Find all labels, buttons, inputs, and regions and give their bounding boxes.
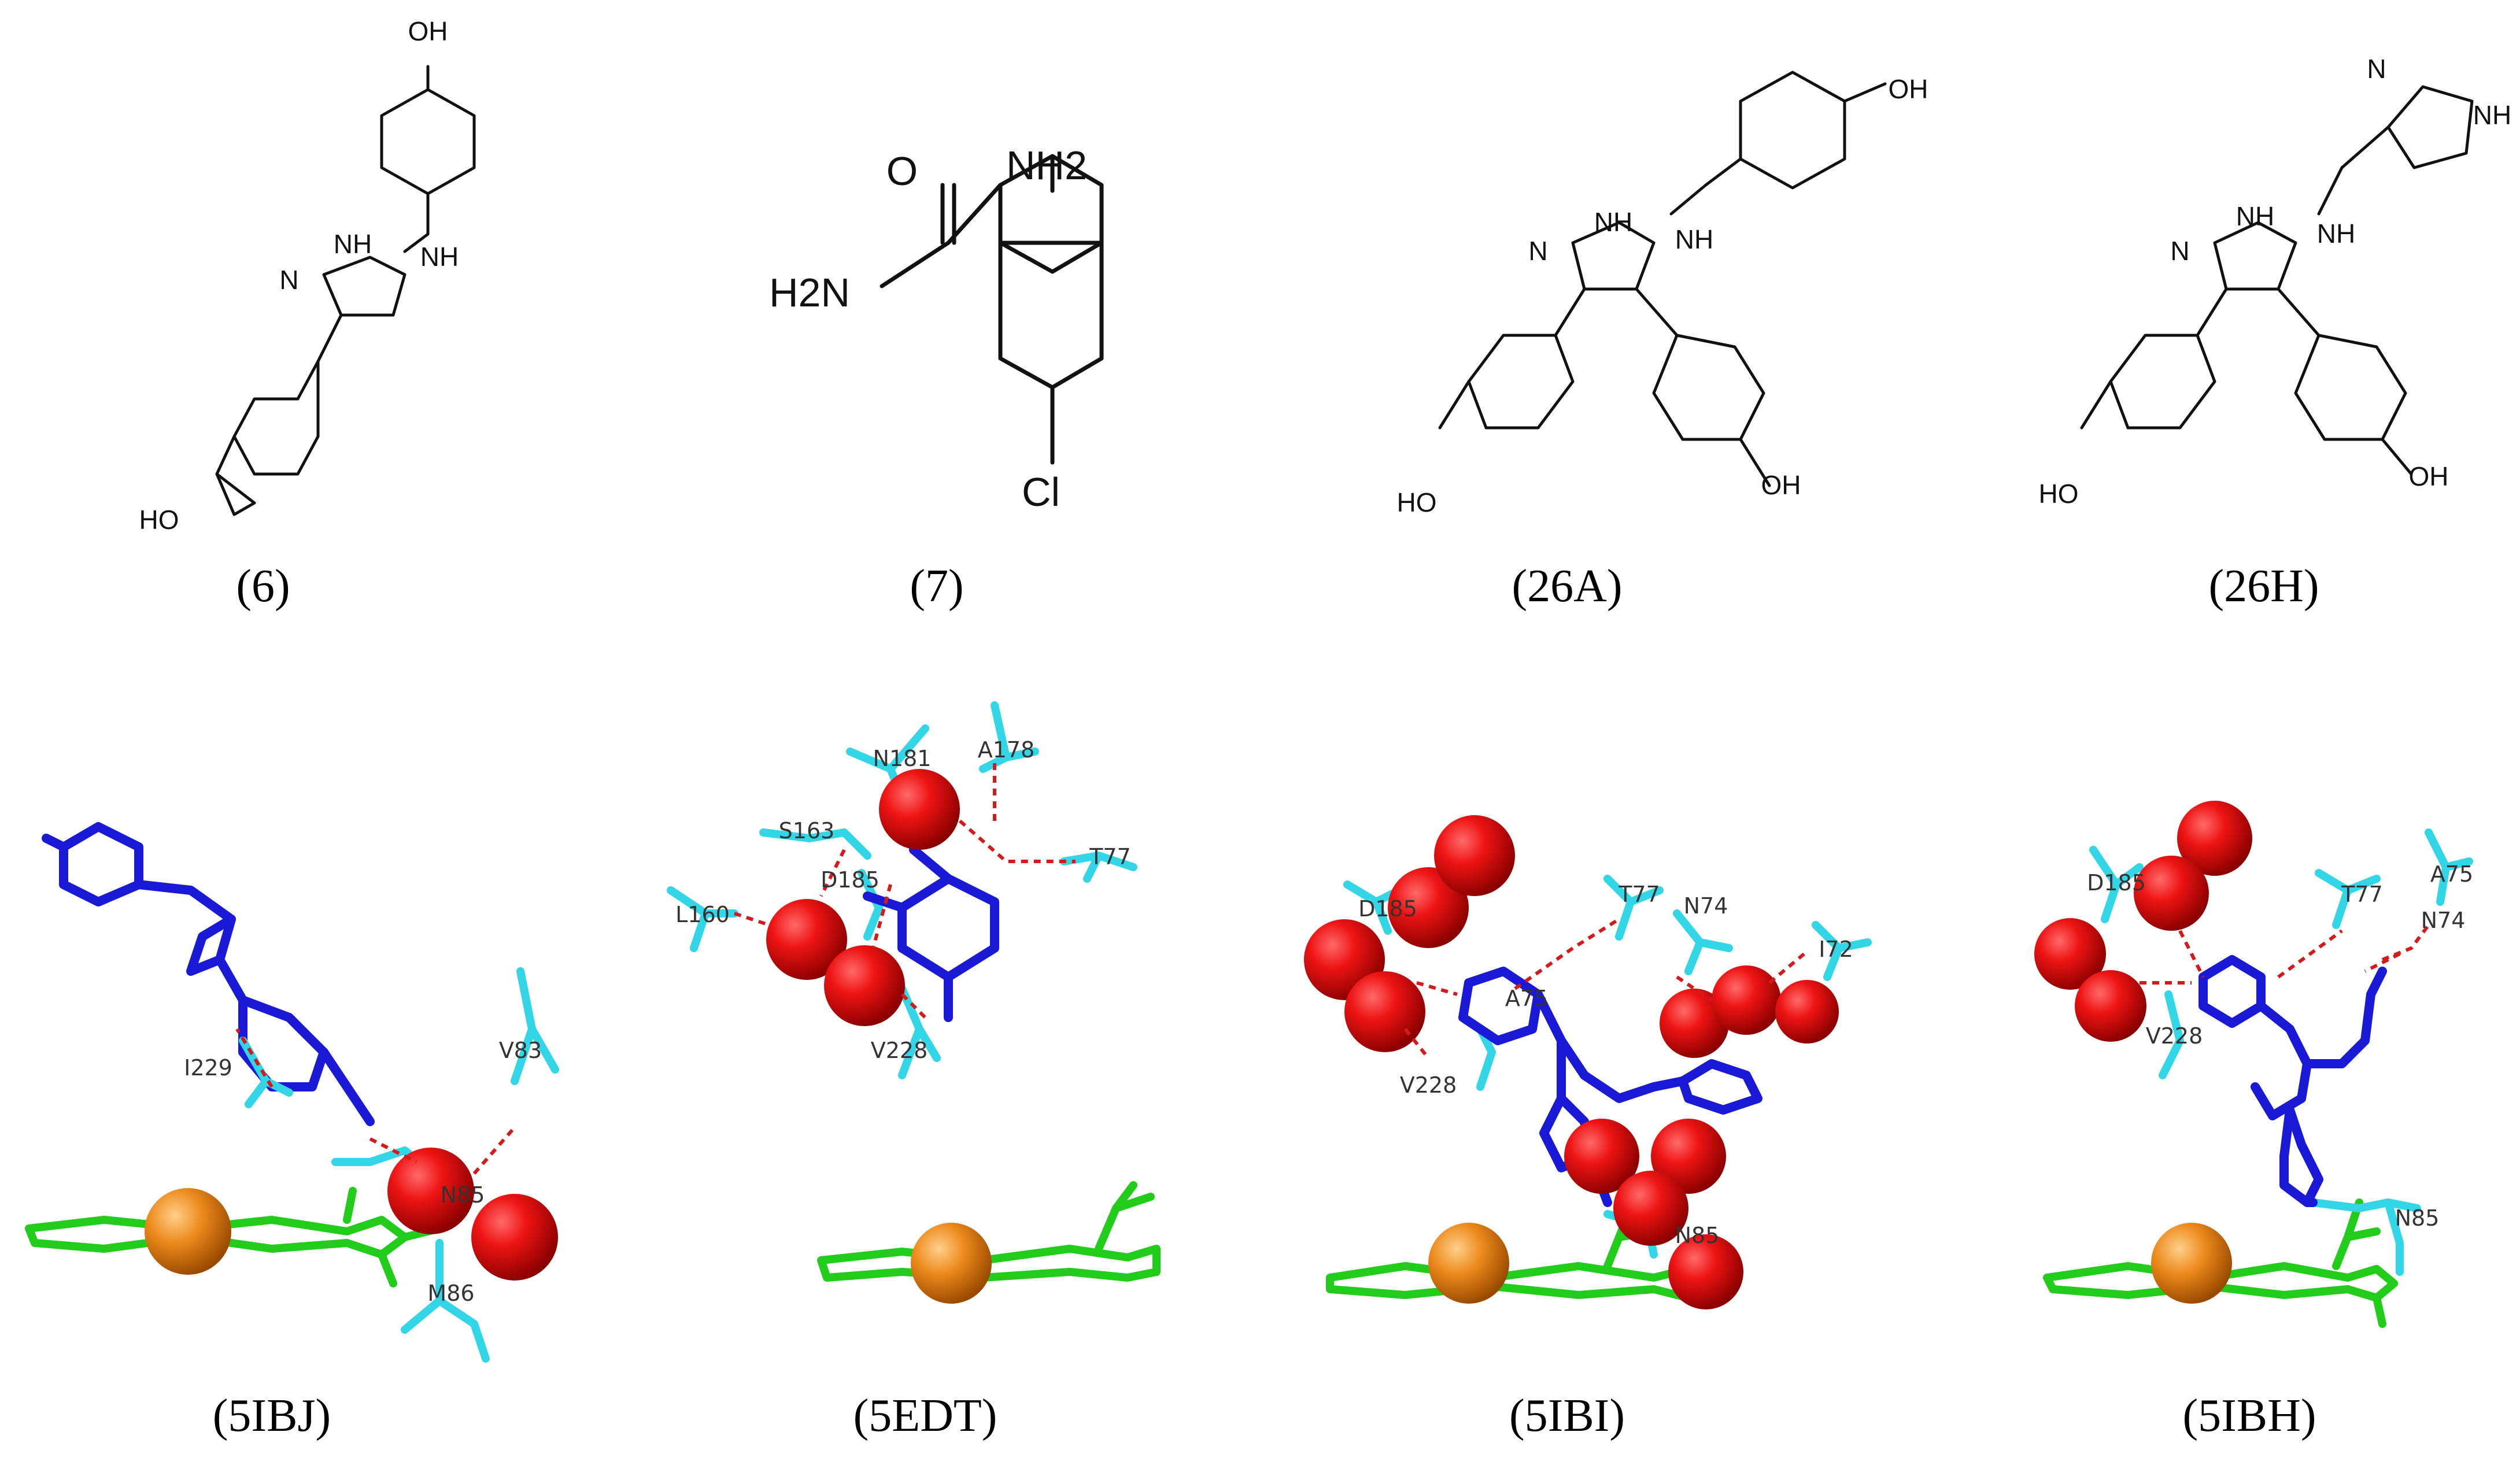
caption-5ibi: (5IBI) — [1509, 1390, 1625, 1441]
residue-label: N181 — [873, 746, 932, 771]
residue-label: A178 — [978, 737, 1035, 763]
residue-label: V228 — [2146, 1023, 2203, 1049]
atom-label: NH — [420, 242, 459, 272]
structure-7: O NH2 H2N Cl (7) — [769, 143, 1104, 612]
residue-label: M86 — [427, 1281, 474, 1306]
water-sphere — [387, 1148, 474, 1234]
residue-label: T77 — [1618, 882, 1660, 907]
ligand — [42, 822, 375, 1126]
atom-label: N — [1528, 236, 1547, 266]
atom-label: NH — [2236, 201, 2274, 231]
atom-label: OH — [408, 16, 448, 46]
residue-sticks — [2089, 828, 2473, 1276]
complex-5edt: N181 A178 S163 T77 D185 L160 V228 (5EDT) — [667, 701, 1161, 1441]
water-sphere — [1344, 971, 1425, 1052]
complex-5ibh: D185 T77 A75 N74 V228 N85 (5IBH) — [2034, 801, 2473, 1441]
residue-label: S163 — [779, 818, 835, 843]
residue-label: T77 — [1089, 844, 1131, 869]
ligand — [2198, 955, 2387, 1207]
atom-label: H2N — [769, 270, 850, 315]
residue-label: V228 — [871, 1038, 928, 1063]
water-sphere — [2177, 801, 2252, 876]
water-sphere — [2034, 918, 2106, 990]
atom-label: N — [2170, 236, 2189, 266]
complex-5ibj: I229 V83 N85 M86 (5IBJ) — [25, 822, 559, 1441]
structure-6: OH NH N NH HO (6) — [139, 16, 476, 612]
caption-6: (6) — [236, 561, 290, 612]
structure-26h: N NH NH N NH HO OH (26H) — [2039, 54, 2512, 612]
atom-label: NH — [1594, 207, 1632, 237]
water-sphere — [879, 769, 960, 850]
residue-label: L160 — [675, 902, 730, 927]
water-sphere — [2075, 970, 2146, 1042]
water-sphere — [1660, 989, 1729, 1058]
residue-label: N85 — [1675, 1223, 1720, 1248]
water-sphere — [2134, 856, 2209, 931]
iron-sphere — [1428, 1223, 1509, 1304]
residue-label: N85 — [2395, 1205, 2440, 1231]
water-sphere — [1775, 980, 1839, 1044]
atom-label: OH — [1889, 74, 1928, 104]
atom-label: N — [2367, 54, 2386, 84]
caption-7: (7) — [910, 561, 963, 612]
atom-label: HO — [2039, 479, 2079, 509]
atom-label: OH — [1761, 470, 1801, 500]
heme-group — [25, 1187, 444, 1287]
residue-label: V228 — [1400, 1072, 1457, 1098]
atom-label: NH — [1675, 224, 1713, 254]
residue-label: D185 — [2087, 870, 2146, 896]
atom-label: NH — [2473, 100, 2511, 130]
residue-label: N74 — [2421, 908, 2466, 933]
iron-sphere — [911, 1223, 992, 1304]
residue-label: T77 — [2341, 882, 2383, 907]
residue-label: A75 — [2430, 861, 2473, 887]
residue-label: I72 — [1819, 937, 1853, 962]
atom-label: Cl — [1022, 469, 1060, 515]
caption-26a: (26A) — [1512, 561, 1622, 612]
residue-label: I229 — [184, 1055, 232, 1081]
water-sphere — [1388, 867, 1469, 948]
water-sphere — [824, 945, 905, 1026]
iron-sphere — [2151, 1223, 2232, 1304]
caption-5edt: (5EDT) — [853, 1390, 997, 1441]
water-sphere — [766, 899, 847, 980]
atom-label: NH — [2317, 219, 2355, 249]
iron-sphere — [145, 1188, 231, 1275]
residue-label: D185 — [821, 867, 880, 893]
atom-label: HO — [139, 505, 179, 535]
water-sphere — [1651, 1119, 1726, 1194]
atom-label: HO — [1397, 487, 1437, 517]
caption-5ibh: (5IBH) — [2182, 1390, 2316, 1441]
residue-label: N74 — [1684, 893, 1728, 919]
residue-label: V83 — [499, 1038, 542, 1063]
water-sphere — [1668, 1234, 1743, 1309]
residue-label: A75 — [1505, 986, 1548, 1011]
residue-label: N85 — [441, 1182, 485, 1208]
water-sphere — [1564, 1119, 1639, 1194]
water-sphere — [1434, 815, 1515, 896]
water-sphere — [1712, 965, 1781, 1035]
atom-label: NH2 — [1006, 143, 1087, 188]
atom-label: N — [279, 265, 298, 295]
residue-label: D185 — [1358, 896, 1417, 922]
atom-label: NH — [334, 229, 372, 259]
complex-5ibi: D185 T77 N74 I72 A75 V228 N85 (5IBI) — [1304, 815, 1872, 1441]
caption-5ibj: (5IBJ) — [213, 1390, 331, 1441]
structure-26a: OH NH N NH HO OH (26A) — [1397, 71, 1928, 612]
atom-label: O — [886, 149, 918, 194]
residue-sticks — [667, 701, 1137, 1079]
water-sphere — [1613, 1171, 1688, 1246]
caption-26h: (26H) — [2208, 561, 2319, 612]
water-sphere — [471, 1194, 558, 1281]
atom-label: OH — [2409, 461, 2449, 491]
